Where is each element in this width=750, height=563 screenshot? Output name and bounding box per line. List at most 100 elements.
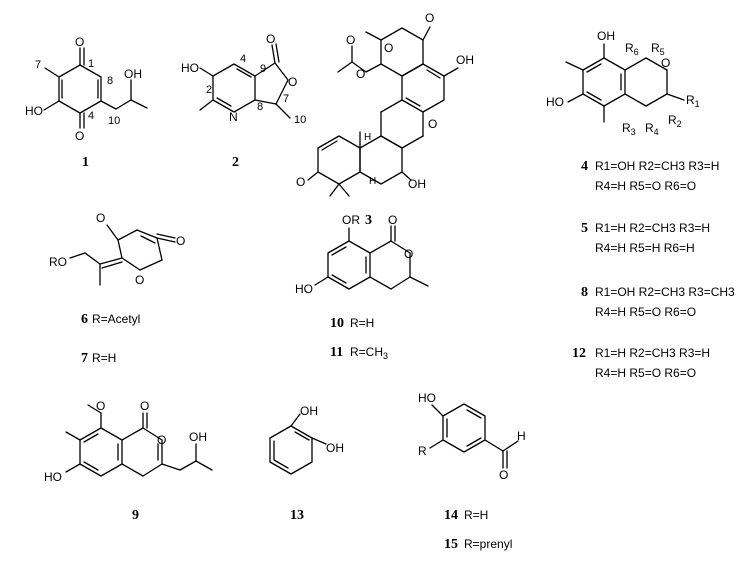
c12-substituents-1: R1=H R2=CH3 R3=H xyxy=(595,346,710,360)
compound-number: 9 xyxy=(132,508,139,523)
atom-OH: OH xyxy=(597,29,615,43)
atom-O: O xyxy=(499,468,508,482)
structure-compound-13: OH OH xyxy=(269,404,344,475)
atom-H: H xyxy=(364,132,371,143)
r3-label: R xyxy=(622,121,631,135)
atom-OH: OH xyxy=(456,53,474,67)
structure-compound-9: O O O OH HO xyxy=(44,399,213,484)
atom-O: O xyxy=(388,213,397,227)
r1-label: R xyxy=(686,93,695,107)
svg-text:R6: R6 xyxy=(625,41,639,57)
r2-label: R xyxy=(668,113,677,127)
atom-H: H xyxy=(517,429,526,443)
compound-number: 12 xyxy=(572,346,586,361)
atom-number: 2 xyxy=(206,84,212,96)
c7-caption: R=H xyxy=(92,351,116,365)
c5-substituents-1: R1=H R2=CH3 R3=H xyxy=(595,221,710,235)
c11-caption: R=CH3 xyxy=(350,345,388,361)
atom-O: O xyxy=(266,32,275,46)
atom-HO: HO xyxy=(546,95,564,109)
atom-HO: HO xyxy=(418,391,436,405)
atom-O: O xyxy=(75,129,84,143)
atom-OH: OH xyxy=(326,441,344,455)
c8-substituents-2: R4=H R5=O R6=O xyxy=(595,305,696,319)
atom-O: O xyxy=(75,35,84,49)
atom-number: 7 xyxy=(283,93,289,105)
atom-O: O xyxy=(346,33,355,47)
c6-caption: R=Acetyl xyxy=(92,312,140,326)
atom-O: O xyxy=(96,211,105,225)
atom-number: 7 xyxy=(35,59,41,71)
compound-number: 13 xyxy=(290,508,304,523)
atom-RO: RO xyxy=(49,255,67,269)
c14-caption: R=H xyxy=(464,508,488,522)
svg-text:R5: R5 xyxy=(651,41,665,57)
atom-N: N xyxy=(229,110,238,124)
atom-O: O xyxy=(157,433,166,447)
structure-compound-1: O O HO OH 1 4 7 8 10 xyxy=(25,35,148,143)
compound-number: 6 xyxy=(81,312,88,327)
atom-O: O xyxy=(296,175,305,189)
atom-number: 4 xyxy=(240,53,246,65)
c8-substituents-1: R1=OH R2=CH3 R3=CH3 xyxy=(595,285,735,299)
atom-HO: HO xyxy=(44,470,62,484)
atom-OH: OH xyxy=(189,430,207,444)
atom-OR: OR xyxy=(342,213,360,227)
atom-O: O xyxy=(356,67,365,81)
atom-H: H xyxy=(369,176,376,187)
structure-compound-2: HO N O O 2 4 9 8 7 10 xyxy=(181,32,306,126)
r6-label: R xyxy=(625,41,634,55)
structure-compound-14: HO R H O xyxy=(418,391,526,482)
compound-number: 11 xyxy=(330,345,343,360)
c15-caption: R=prenyl xyxy=(464,537,512,551)
atom-O: O xyxy=(176,234,185,248)
atom-O: O xyxy=(96,399,105,413)
compound-number: 10 xyxy=(330,316,344,331)
compound-number: 14 xyxy=(444,508,458,523)
svg-text:R2: R2 xyxy=(668,113,682,129)
compound-number: 1 xyxy=(82,155,89,170)
compound-number: 15 xyxy=(444,537,458,552)
atom-OH: OH xyxy=(408,177,426,191)
atom-number: 10 xyxy=(294,114,306,126)
structure-compound-3: O O O O OH O O OH H H xyxy=(296,11,474,197)
atom-O: O xyxy=(404,247,413,261)
compound-number: 7 xyxy=(81,351,88,366)
atom-R: R xyxy=(418,444,427,458)
structure-compound-4-core: OH HO O R1 R2 R3 R4 R5 R6 xyxy=(546,29,700,137)
r5-label: R xyxy=(651,41,660,55)
atom-O: O xyxy=(384,41,393,55)
atom-HO: HO xyxy=(295,282,313,296)
compound-number: 4 xyxy=(581,159,588,174)
atom-number: 10 xyxy=(108,115,120,127)
c5-substituents-2: R4=H R5=H R6=H xyxy=(595,241,695,255)
compound-number: 5 xyxy=(581,221,588,236)
atom-O: O xyxy=(140,399,149,413)
atom-HO: HO xyxy=(25,104,43,118)
structure-compound-6: O O O RO xyxy=(49,211,185,287)
atom-number: 8 xyxy=(257,101,263,113)
atom-OH: OH xyxy=(300,404,318,418)
structure-compound-10: OR O O HO xyxy=(295,213,429,296)
svg-text:R4: R4 xyxy=(645,121,659,137)
atom-O: O xyxy=(425,11,434,25)
atom-O: O xyxy=(135,273,144,287)
atom-O: O xyxy=(661,56,670,70)
atom-number: 4 xyxy=(88,110,94,122)
atom-number: 1 xyxy=(88,58,94,70)
compound-number: 8 xyxy=(581,285,588,300)
compound-number: 2 xyxy=(232,155,239,170)
c4-substituents-1: R1=OH R2=CH3 R3=H xyxy=(595,159,719,173)
atom-number: 9 xyxy=(260,63,266,75)
c12-substituents-2: R4=H R5=O R6=O xyxy=(595,366,696,380)
r4-label: R xyxy=(645,121,654,135)
svg-text:R1: R1 xyxy=(686,93,700,109)
atom-O: O xyxy=(288,75,297,89)
atom-O: O xyxy=(428,117,437,131)
compound-number: 3 xyxy=(365,213,372,228)
atom-number: 8 xyxy=(107,75,113,87)
c4-substituents-2: R4=H R5=O R6=O xyxy=(595,179,696,193)
atom-OH: OH xyxy=(124,67,142,81)
c10-caption: R=H xyxy=(350,316,374,330)
